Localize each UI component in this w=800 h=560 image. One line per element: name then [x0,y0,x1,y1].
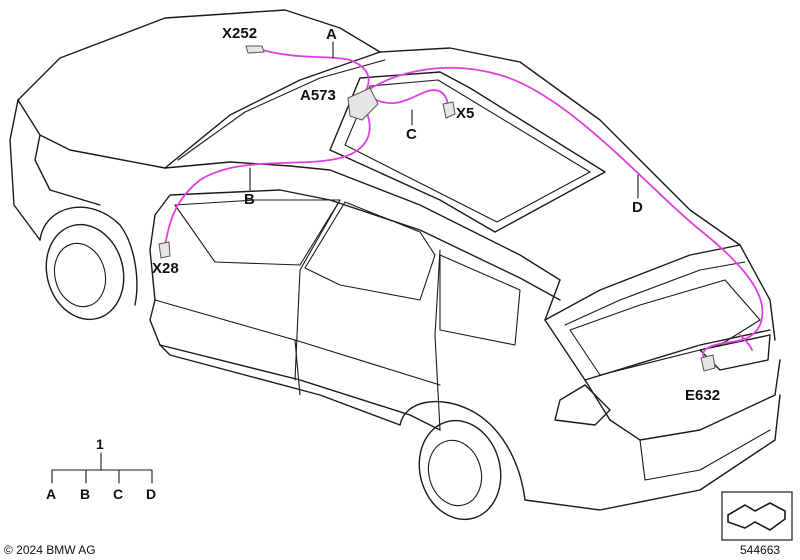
label-b: B [244,191,255,208]
wire-b [164,107,371,246]
copyright-text: © 2024 BMW AG [4,543,96,557]
label-x28: X28 [152,260,179,277]
tree-label-b: B [80,486,91,502]
module-a573 [347,87,379,121]
wire-d [367,66,764,361]
label-d: D [632,199,643,216]
wire-a [261,49,370,93]
connector-x28 [158,241,171,259]
label-e632: E632 [685,387,721,404]
connectors [158,45,716,372]
label-x5: X5 [456,105,475,122]
label-x252: X252 [222,25,258,42]
wiring-harness [164,49,764,361]
connector-e632 [700,354,716,372]
diagram-number: 544663 [740,543,781,557]
wire-d-branch [739,334,753,351]
assembly-tree [51,452,153,484]
leader-lines [249,41,639,199]
connector-x252 [245,45,265,54]
tree-label-c: C [113,486,124,502]
tree-label-d: D [146,486,157,502]
tree-label-a: A [46,486,57,502]
label-a: A [326,26,337,43]
tree-root-label: 1 [96,436,104,452]
label-a573: A573 [300,87,336,104]
label-c: C [406,126,417,143]
wire-c [371,89,449,109]
car-body [9,9,781,521]
connector-x5 [442,101,456,119]
orientation-icon [721,491,793,541]
